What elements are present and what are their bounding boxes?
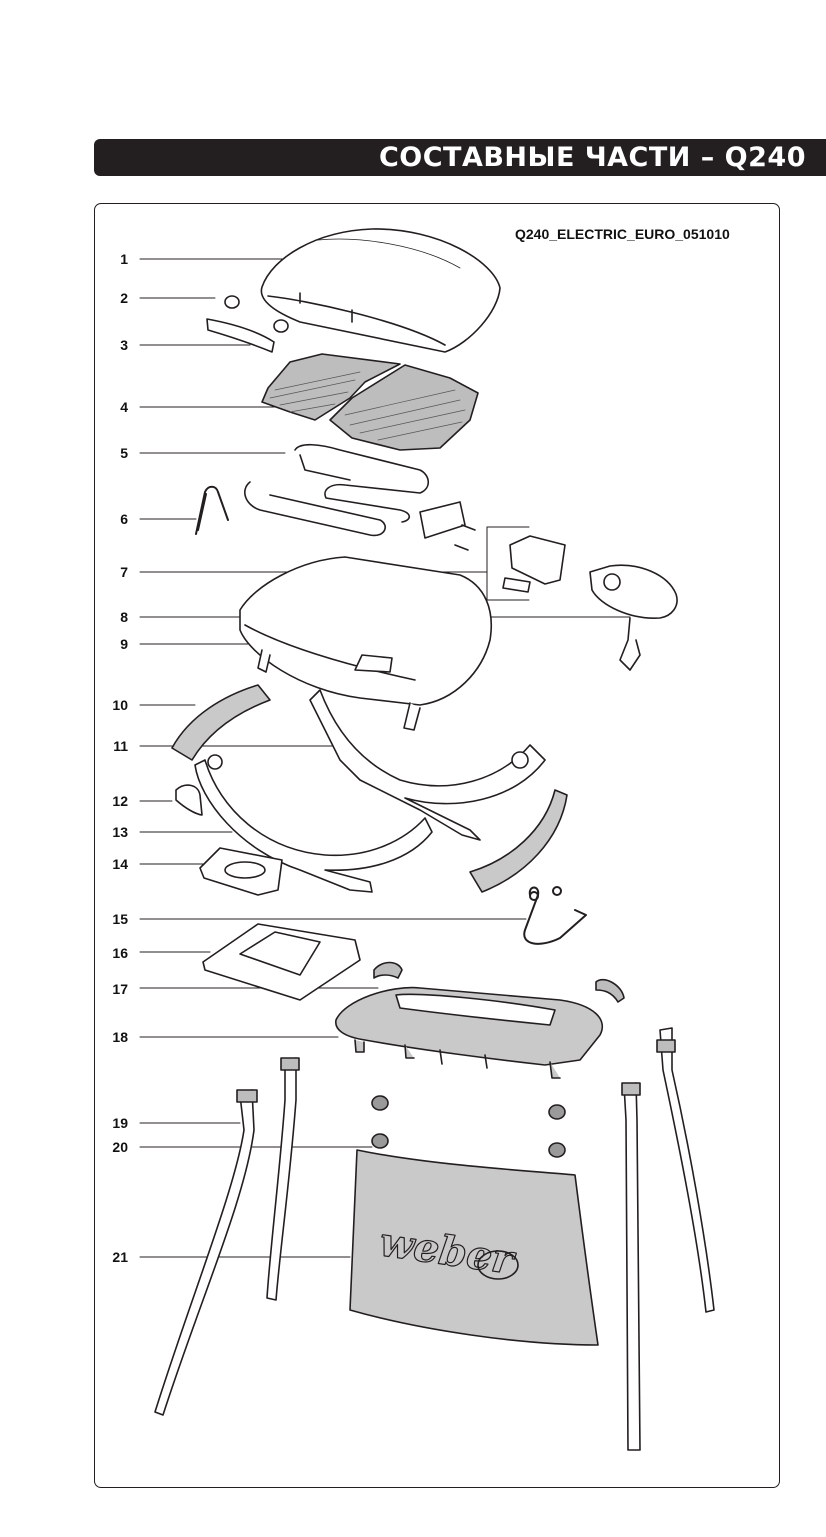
wire-bracket xyxy=(523,886,587,945)
part-number-18: 18 xyxy=(112,1029,128,1045)
part-number-7: 7 xyxy=(120,564,128,580)
part-number-16: 16 xyxy=(112,945,128,961)
side-handle-right xyxy=(469,789,568,893)
heating-element xyxy=(244,443,476,551)
clips xyxy=(373,961,625,1003)
part-number-8: 8 xyxy=(120,609,128,625)
part-number-17: 17 xyxy=(112,981,128,997)
part-number-10: 10 xyxy=(112,697,128,713)
part-number-2: 2 xyxy=(120,290,128,306)
hanger-hook xyxy=(195,485,229,535)
page-title: СОСТАВНЫЕ ЧАСТИ – Q240 xyxy=(378,142,806,173)
part-number-3: 3 xyxy=(120,337,128,353)
part-number-14: 14 xyxy=(112,856,128,872)
lid xyxy=(260,228,501,353)
part-number-13: 13 xyxy=(112,824,128,840)
drip-tray xyxy=(199,847,283,896)
side-handle-left xyxy=(171,684,271,761)
part-number-21: 21 xyxy=(112,1249,128,1265)
grate-bars xyxy=(269,371,466,441)
diagram-frame xyxy=(94,203,780,1488)
leg-caps xyxy=(236,1039,676,1103)
part-number-11: 11 xyxy=(113,738,128,754)
part-number-5: 5 xyxy=(120,445,128,461)
part-number-9: 9 xyxy=(120,636,128,652)
part-number-20: 20 xyxy=(112,1139,128,1155)
frame-right xyxy=(309,689,546,841)
frame-left xyxy=(194,754,433,893)
part-number-1: 1 xyxy=(120,251,128,267)
stand-base xyxy=(335,986,604,1079)
part-number-4: 4 xyxy=(120,399,128,415)
part-number-15: 15 xyxy=(112,911,128,927)
part-number-19: 19 xyxy=(112,1115,128,1131)
drip-pan-liner xyxy=(202,923,361,1001)
drawing-code: Q240_ELECTRIC_EURO_051010 xyxy=(515,226,730,242)
logo-shield: weber xyxy=(349,1149,599,1346)
part-number-12: 12 xyxy=(112,793,128,809)
thermostat-probe xyxy=(589,564,678,671)
lid-handle xyxy=(206,318,275,353)
cooking-grates xyxy=(261,353,479,451)
cookbox xyxy=(239,556,492,731)
legs xyxy=(154,1027,715,1451)
part-number-6: 6 xyxy=(120,511,128,527)
control-unit xyxy=(502,535,566,593)
knobs xyxy=(224,295,289,333)
small-bracket xyxy=(175,784,203,816)
grommets xyxy=(371,1095,566,1158)
section-header-bar: СОСТАВНЫЕ ЧАСТИ – Q240 xyxy=(94,139,826,176)
